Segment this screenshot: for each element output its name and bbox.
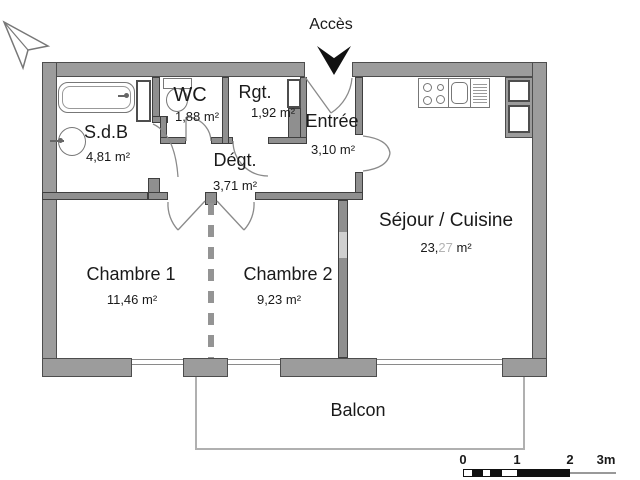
sink-bowl	[451, 82, 468, 104]
scale-tick-0: 0	[459, 452, 467, 467]
room-area-sdb: 4,81 m²	[85, 149, 131, 164]
door-chambre1-arc	[167, 201, 179, 231]
room-label-sejour: Séjour / Cuisine	[378, 210, 514, 231]
washbasin-icon	[58, 127, 86, 156]
scale-bar-segment-0-1	[463, 469, 518, 477]
door-chambre2-leaf	[216, 200, 245, 231]
room-area-sejour: 23,27 m²	[420, 241, 471, 254]
wall-entree-right-bottom	[355, 172, 363, 193]
room-area-rgt: 1,92 m²	[250, 105, 296, 120]
wall-chambre1-chambre2-dashed	[208, 203, 214, 358]
washbasin-tap-dot	[58, 138, 63, 143]
scale-tick-3m: 3m	[596, 452, 616, 467]
door-sejour-arc-bottom	[362, 152, 391, 172]
room-area-chambre1: 11,46 m²	[106, 292, 158, 307]
room-label-entree: Entrée	[305, 111, 359, 131]
scale-tick-2: 2	[566, 452, 574, 467]
wall-bottom-1	[42, 358, 132, 377]
window-chambre1	[132, 358, 183, 377]
room-area-chambre2: 9,23 m²	[256, 292, 302, 307]
bathtub-tap-icon	[118, 95, 126, 97]
wall-entree-right-top	[355, 77, 363, 135]
wall-bottom-2	[183, 358, 228, 377]
room-label-degt: Dégt.	[213, 150, 257, 170]
wall-bottom-3	[280, 358, 377, 377]
drainer-icon	[470, 78, 490, 108]
wall-top-left	[42, 62, 305, 77]
wall-chambre2-sejour	[338, 200, 348, 358]
scale-bar-segment-1-2	[517, 469, 570, 477]
room-label-sdb: S.d.B	[83, 122, 129, 142]
room-area-sejour-unit: m²	[452, 240, 472, 255]
wall-bottom-4	[502, 358, 547, 377]
window-chambre1-glass	[132, 359, 183, 365]
duct-sdb	[136, 80, 151, 122]
door-chambre1-leaf	[177, 200, 206, 231]
wall-rgt-duct-fill	[288, 108, 301, 138]
room-area-sejour-main: 23,	[420, 240, 439, 255]
room-area-sejour-light: 27	[438, 240, 453, 255]
closet-box-bottom	[508, 105, 530, 133]
toilet-bowl-icon	[166, 88, 188, 112]
wall-rgt-bottom	[268, 137, 307, 144]
wall-left	[42, 62, 57, 377]
window-chambre2-glass	[228, 359, 280, 365]
wall-mid-left2	[148, 192, 168, 200]
wall-top-right	[352, 62, 547, 77]
window-sejour-glass	[377, 359, 502, 365]
wall-mid-left	[42, 192, 148, 200]
stove-icon	[418, 78, 449, 108]
access-label: Accès	[309, 16, 353, 33]
bathtub-inner	[62, 86, 131, 109]
door-entrance-arc	[330, 77, 353, 114]
access-arrow-icon	[317, 46, 351, 75]
wall-wc-bottom-a	[160, 137, 186, 144]
door-chambre2-arc	[243, 201, 255, 231]
room-label-rgt: Rgt.	[238, 82, 272, 102]
window-chambre2	[228, 358, 280, 377]
closet-box-top	[508, 80, 530, 102]
watermark-patch	[339, 232, 347, 258]
room-label-wc: WC	[173, 84, 207, 106]
wall-wc-rgt	[222, 77, 229, 144]
room-area-entree: 3,10 m²	[310, 142, 356, 157]
scale-bar-segment-2-3	[570, 472, 616, 474]
room-area-wc: 1,88 m²	[174, 109, 220, 124]
wall-right	[532, 62, 547, 377]
bathtub-tap-dot	[124, 93, 129, 98]
room-label-chambre1: Chambre 1	[86, 264, 176, 284]
wall-mid-right	[255, 192, 363, 200]
room-label-chambre2: Chambre 2	[243, 264, 333, 284]
window-sejour	[377, 358, 502, 377]
washbasin-tap-icon	[50, 140, 64, 142]
balcony-label: Balcon	[330, 400, 386, 420]
door-entrance-leaf	[304, 76, 332, 114]
duct-rgt	[287, 79, 301, 108]
balcony-outline	[195, 377, 525, 450]
door-sejour-arc-top	[362, 135, 391, 154]
room-area-degt: 3,71 m²	[212, 178, 258, 193]
scale-tick-1: 1	[513, 452, 521, 467]
